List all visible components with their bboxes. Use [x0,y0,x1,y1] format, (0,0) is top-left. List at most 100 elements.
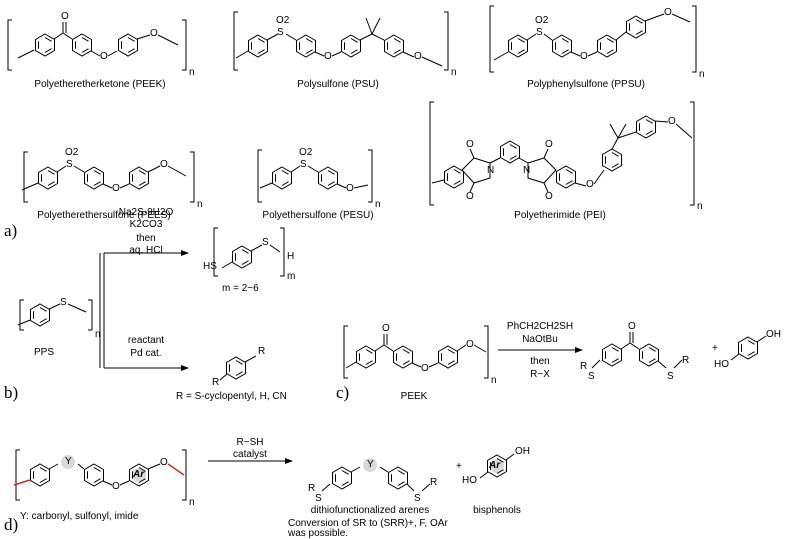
panel-label-a: a) [4,221,18,240]
pei-caption: Polyetherimide (PEI) [514,210,606,221]
pei-n1: N [487,165,495,176]
c-product-r2: R [682,355,690,366]
b-reagent1-line2: K2CO3 [129,219,163,230]
pesu-structure [257,149,373,203]
b-reagent1-line1: Na2S·9H2O [118,207,174,218]
ppsu-structure [489,5,697,73]
d-product-s2: S [414,493,421,504]
d-reagent-line2: catalyst [233,449,267,460]
c-product-r1: R [580,361,588,372]
panel-label-d: d) [4,515,19,534]
b-reagent1-line4: aq. HCl [129,245,163,256]
pps-label: PPS [33,347,55,358]
pesu-ether-o: O [346,183,354,194]
d-bisphenol-ar: Ar [489,460,501,471]
b-product1-h: H [287,251,295,262]
b-reagent1-line3: then [136,233,156,244]
pei-imide-o3: O [545,139,553,150]
b-product1-s: S [262,237,269,248]
ppsu-o2: O2 [535,15,549,26]
pps-sub-n: n [95,329,101,340]
pees-sub-n: n [197,199,203,210]
c-reagent-line2: NaOtBu [522,334,558,345]
d-product-s1: S [315,493,322,504]
ppsu-caption: Polyphenylsulfone (PPSU) [527,79,645,90]
c-peek-ether-o: O [421,363,429,374]
d-bisphenol-ho: HO [462,475,477,486]
d-product-y: Y [367,459,374,470]
c-peek-ether-o2: O [466,339,474,350]
b-product1-sub-m: m [287,271,296,282]
d-note-line2: was possible. [288,528,349,539]
pesu-sub-n: n [375,199,381,210]
pei-ether-o: O [586,179,594,190]
peek-ether-o: O [100,51,108,62]
d-note-line1: Conversion of SR to (SRR)+, F, OAr [288,518,448,529]
c-reagent-line4: R−X [530,369,550,380]
c-reagent-line1: PhCH2CH2SH [506,321,574,332]
pees-ether-o: O [112,183,120,194]
pei-sub-n: n [697,201,703,212]
d-plus: + [456,461,462,472]
panel-label-c: c) [336,383,350,402]
d-product1-caption: dithiofunctionalized arenes [310,505,430,516]
psu-ether-o2: O [414,51,422,62]
c-peek-sub-n: n [491,375,497,386]
pei-imide-o2: O [466,191,474,202]
d-scheme [13,449,515,501]
c-phenol-oh: OH [766,329,781,340]
pees-s: S [66,159,73,170]
d-bisphenol-oh: OH [515,446,530,457]
pees-o2: O2 [65,147,79,158]
pees-caption: Polyetherethersulfone (PEES) [37,210,171,221]
r-definition: R = S-cyclopentyl, H, CN [176,391,287,402]
psu-o2: O2 [276,15,290,26]
pei-structure [429,101,695,206]
pps-s: S [60,297,67,308]
peek-caption: Polyetheretherketone (PEEK) [34,79,166,90]
c-plus: + [712,343,718,354]
peek-sub-n: n [189,67,195,78]
c-product-s2: S [667,371,674,382]
pei-imide-o4: O [545,191,553,202]
b-reagent2-line2: Pd cat. [130,348,162,359]
pees-structure [21,151,195,203]
ppsu-sub-n: n [699,69,705,80]
panel-label-b: b) [4,383,19,402]
pesu-caption: Polyethersulfone (PESU) [262,210,374,221]
c-reagent-line3: then [530,356,550,367]
d-ether-o2: O [160,457,168,468]
peek-ether-o2: O [150,28,158,39]
peek-carbonyl-o: O [61,11,69,22]
c-scheme [343,325,767,379]
c-product-s1: S [588,371,595,382]
c-peek-carbonyl-o: O [382,323,390,334]
d-product-r2: R [430,477,438,488]
pei-imide-o1: O [466,139,474,150]
b-product2-r1: R [258,346,266,357]
psu-structure [233,11,449,71]
d-ar: Ar [133,469,145,480]
ppsu-s: S [536,27,543,38]
ppsu-ether-o2: O [664,7,672,18]
psu-s: S [277,27,284,38]
b-product2-r2: R [212,377,220,388]
b-scheme [17,227,285,381]
psu-sub-n: n [451,67,457,78]
pei-ether-o2: O [668,116,676,127]
d-y: Y [65,456,72,467]
psu-ether-o: O [324,51,332,62]
b-reagent2-line1: reactant [127,335,165,346]
peek-structure [7,19,187,71]
m-range: m = 2~6 [222,283,259,294]
d-sub-n: n [189,497,195,508]
d-product-r1: R [308,483,316,494]
pesu-o2: O2 [299,147,313,158]
ppsu-ether-o: O [580,51,588,62]
pees-ether-o2: O [160,159,168,170]
c-peek-label: PEEK [400,391,428,402]
b-product1-hs: HS [203,261,217,272]
y-definition: Y: carbonyl, sulfonyl, imide [20,511,139,522]
pesu-s: S [300,159,307,170]
d-product2-caption: bisphenols [473,505,521,516]
